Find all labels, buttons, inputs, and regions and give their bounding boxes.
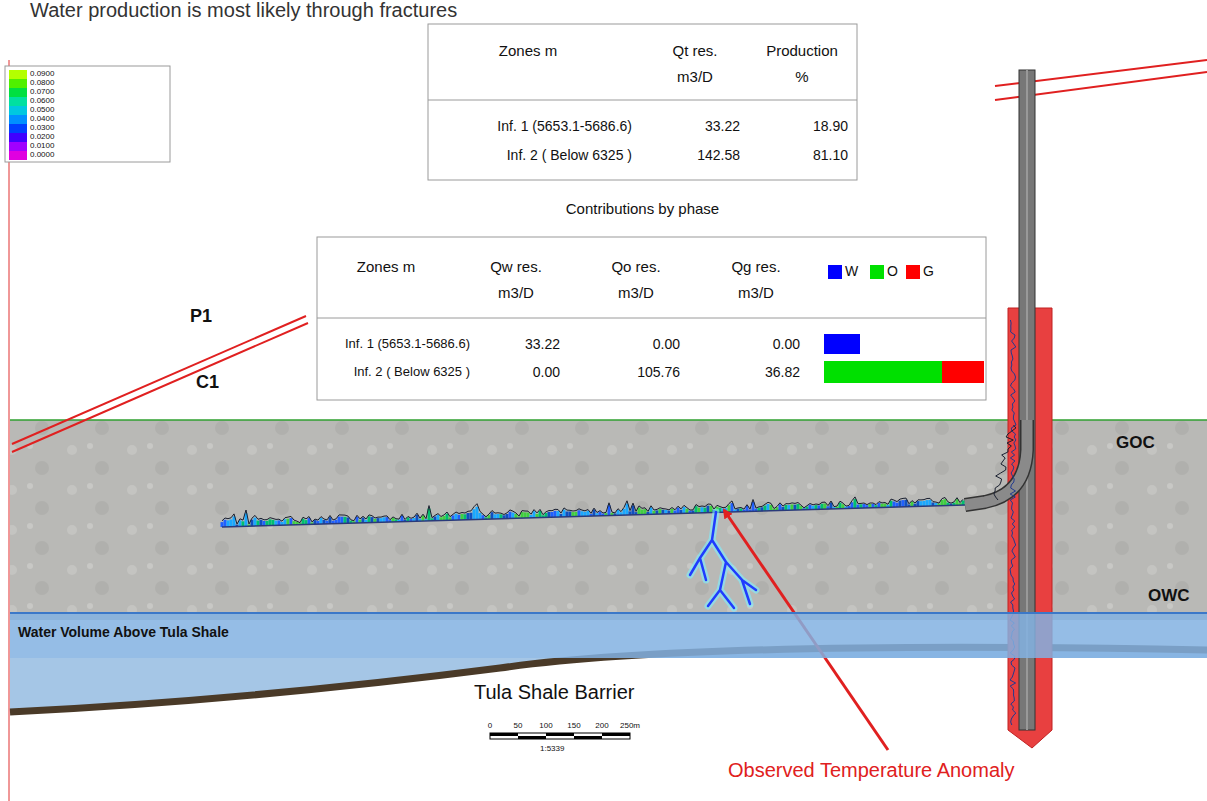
legend-swatch	[9, 70, 27, 79]
table-cell: Inf. 1 (5653.1-5686.6)	[436, 118, 632, 135]
scale-number: 100	[531, 721, 561, 731]
callout-label: Observed Temperature Anomaly	[728, 758, 1014, 782]
scale-number: 150	[559, 721, 589, 731]
legend-label: 0.0500	[30, 105, 54, 115]
legend-swatch	[906, 265, 920, 279]
well-name: P1	[190, 306, 212, 328]
table-cell: 0.00	[728, 336, 800, 353]
legend-swatch	[828, 265, 842, 279]
legend-swatch	[9, 133, 27, 142]
legend-swatch	[9, 79, 27, 88]
legend-label: 0.0100	[30, 141, 54, 151]
table-cell: Inf. 2 ( Below 6325 )	[436, 147, 632, 164]
table-header: Qo res. m3/D	[598, 254, 674, 306]
contact-label: GOC	[1116, 433, 1155, 453]
contact-label: OWC	[1148, 586, 1190, 606]
legend-label: 0.0600	[30, 96, 54, 106]
table-cell: 105.76	[608, 364, 680, 381]
table-cell: 0.00	[608, 336, 680, 353]
legend-label: W	[845, 263, 858, 279]
legend-swatch	[870, 265, 884, 279]
band-label: Water Volume Above Tula Shale	[18, 624, 1199, 640]
table-cell: 33.22	[660, 118, 740, 135]
legend-label: 0.0200	[30, 132, 54, 142]
table-cell: 0.00	[488, 364, 560, 381]
well-name: C1	[196, 372, 219, 394]
formation-label: Tula Shale Barrier	[474, 680, 634, 704]
slide-title: Water production is most likely through …	[30, 0, 457, 20]
table-cell: 18.90	[768, 118, 848, 135]
table-caption: Contributions by phase	[500, 200, 785, 218]
table-cell: Inf. 2 ( Below 6325 )	[320, 364, 470, 380]
table-header: Qw res. m3/D	[478, 254, 554, 306]
legend-label: 0.0000	[30, 150, 54, 160]
scale-number: 0	[475, 721, 505, 731]
legend-swatch	[9, 115, 27, 124]
scale-bar	[490, 733, 630, 739]
table-header: Qg res. m3/D	[718, 254, 794, 306]
fractures	[690, 512, 756, 608]
legend-swatch	[9, 124, 27, 133]
table-header: Qt res. m3/D	[660, 38, 730, 90]
legend-label: 0.0800	[30, 78, 54, 88]
legend-label: O	[887, 263, 898, 279]
table-cell: 33.22	[488, 336, 560, 353]
legend-label: 0.0400	[30, 114, 54, 124]
table-cell: 81.10	[768, 147, 848, 164]
legend-label: G	[923, 263, 934, 279]
table-cell: Inf. 1 (5653.1-5686.6)	[320, 336, 470, 352]
legend-label: 0.0300	[30, 123, 54, 133]
legend-swatch	[9, 88, 27, 97]
legend-label: 0.0900	[30, 69, 54, 79]
water-band: Water Volume Above Tula Shale	[10, 612, 1207, 658]
legend-swatch	[9, 97, 27, 106]
table-cell: 36.82	[728, 364, 800, 381]
legend-swatch	[9, 151, 27, 160]
table-header: Production %	[760, 38, 844, 90]
scale-number: 200	[587, 721, 617, 731]
scale-number: 50	[503, 721, 533, 731]
table-header: Zones m	[355, 254, 417, 280]
scale-ratio: 1:5339	[540, 744, 564, 754]
table-header: Zones m	[497, 38, 559, 64]
legend-swatch	[9, 142, 27, 151]
legend-label: 0.0700	[30, 87, 54, 97]
production-log-trace	[222, 320, 1016, 725]
table-cell: 142.58	[660, 147, 740, 164]
legend-swatch	[9, 106, 27, 115]
scale-number: 250m	[615, 721, 645, 731]
